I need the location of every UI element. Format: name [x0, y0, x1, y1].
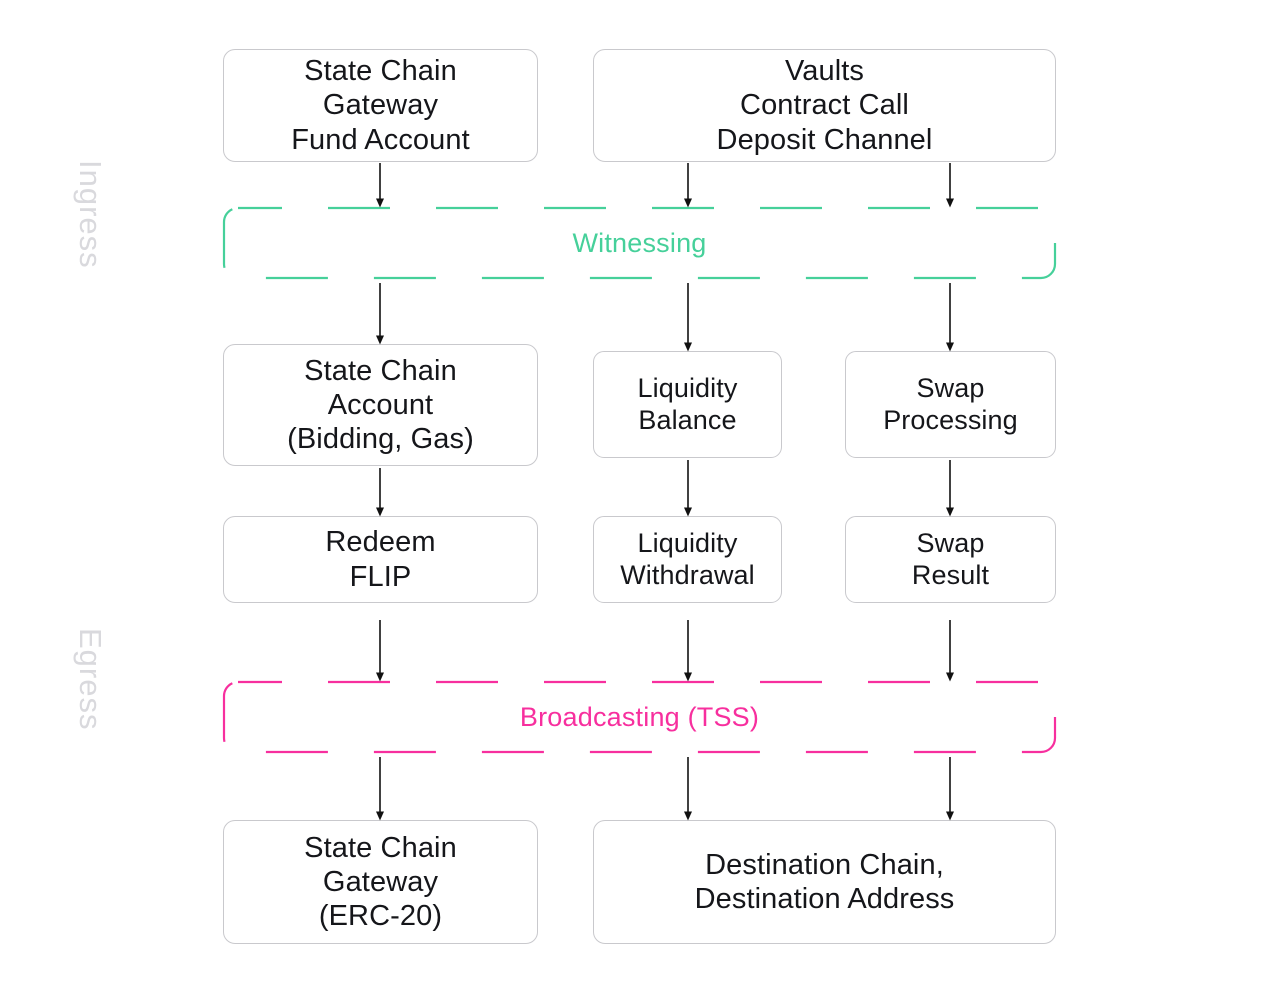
node-liquidity-balance[interactable]: Liquidity Balance	[593, 351, 782, 458]
node-destination-chain-address[interactable]: Destination Chain, Destination Address	[593, 820, 1056, 944]
band-witnessing: Witnessing	[222, 206, 1057, 280]
node-swap-processing[interactable]: Swap Processing	[845, 351, 1056, 458]
band-broadcasting: Broadcasting (TSS)	[222, 680, 1057, 754]
node-liquidity-withdrawal[interactable]: Liquidity Withdrawal	[593, 516, 782, 603]
side-label-egress: Egress	[73, 628, 108, 731]
band-broadcasting-label: Broadcasting (TSS)	[509, 701, 770, 733]
band-witnessing-label: Witnessing	[562, 227, 717, 259]
side-label-ingress: Ingress	[73, 160, 108, 269]
node-swap-result[interactable]: Swap Result	[845, 516, 1056, 603]
node-state-chain-gateway-erc20[interactable]: State Chain Gateway (ERC-20)	[223, 820, 538, 944]
node-redeem-flip[interactable]: Redeem FLIP	[223, 516, 538, 603]
node-state-chain-gateway-fund-account[interactable]: State Chain Gateway Fund Account	[223, 49, 538, 162]
node-state-chain-account[interactable]: State Chain Account (Bidding, Gas)	[223, 344, 538, 466]
node-vaults-contract-call-deposit-channel[interactable]: Vaults Contract Call Deposit Channel	[593, 49, 1056, 162]
